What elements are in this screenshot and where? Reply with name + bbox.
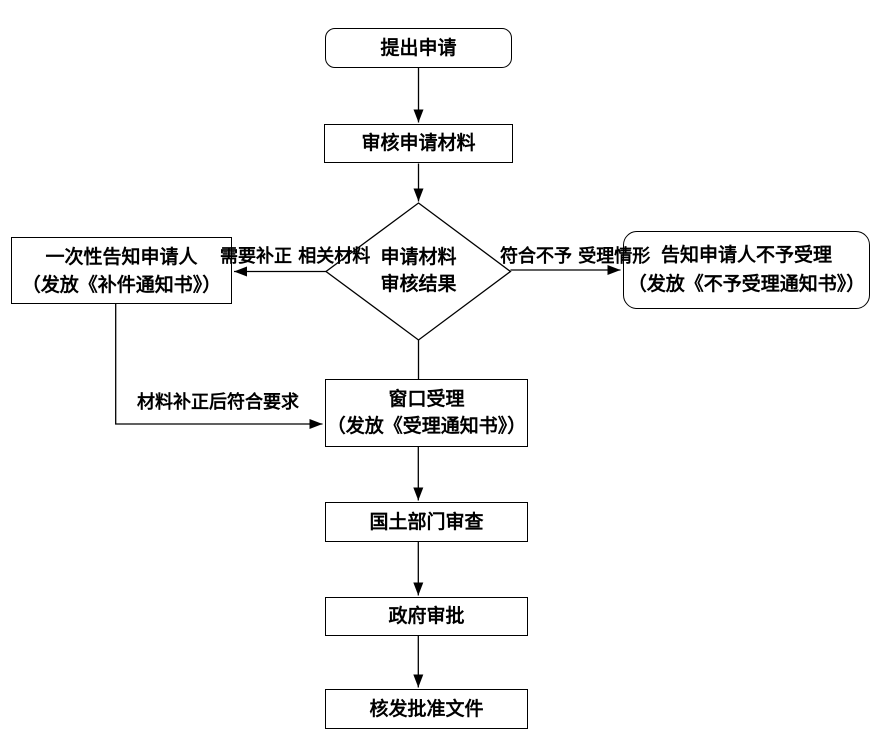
node-decision-review-result-line1: 申请材料 xyxy=(380,246,457,268)
node-reject-not-accepted-line2: （发放《不予受理通知书》） xyxy=(627,273,866,295)
node-land-department-review: 国土部门审查 xyxy=(325,502,528,542)
node-reject-not-accepted: 告知申请人不予受理 （发放《不予受理通知书》） xyxy=(623,231,870,309)
node-window-acceptance-line1: 窗口受理 xyxy=(388,388,465,410)
edge-label-not-accept-case: 符合不予 受理情形 xyxy=(500,242,650,271)
node-submit-application: 提出申请 xyxy=(325,28,512,68)
edge-label-after-correction: 材料补正后符合要求 xyxy=(118,389,318,416)
node-submit-application-label: 提出申请 xyxy=(380,36,457,59)
node-window-acceptance: 窗口受理 （发放《受理通知书》） xyxy=(325,379,528,447)
edge-label-after-correction-text: 材料补正后符合要求 xyxy=(137,392,299,413)
node-government-approval: 政府审批 xyxy=(325,597,528,636)
node-land-department-review-label: 国土部门审查 xyxy=(369,510,484,533)
node-decision-review-result-line2: 审核结果 xyxy=(380,273,457,295)
node-issue-approval-document: 核发批准文件 xyxy=(325,689,528,729)
node-notify-applicant-correction: 一次性告知申请人 （发放《补件通知书》） xyxy=(11,237,232,304)
node-government-approval-label: 政府审批 xyxy=(388,605,465,627)
node-review-application-materials-label: 审核申请材料 xyxy=(361,132,476,154)
node-decision-review-result: 申请材料 审核结果 xyxy=(328,244,509,298)
edge-label-need-correction: 需要补正 相关材料 xyxy=(220,242,370,271)
node-issue-approval-document-label: 核发批准文件 xyxy=(369,697,484,720)
edge-label-need-correction-line2: 相关材料 xyxy=(298,246,371,267)
connector-notify-to-window xyxy=(115,304,323,429)
node-reject-not-accepted-line1: 告知申请人不予受理 xyxy=(660,244,832,266)
node-window-acceptance-line2: （发放《受理通知书》） xyxy=(326,415,527,437)
edge-label-not-accept-case-line1: 符合不予 xyxy=(500,246,572,267)
node-notify-applicant-correction-line2: （发放《补件通知书》） xyxy=(21,273,222,296)
node-notify-applicant-correction-line1: 一次性告知申请人 xyxy=(45,245,198,268)
node-review-application-materials: 审核申请材料 xyxy=(324,124,513,163)
edge-label-need-correction-line1: 需要补正 xyxy=(220,246,292,267)
edge-label-not-accept-case-line2: 受理情形 xyxy=(578,246,651,267)
